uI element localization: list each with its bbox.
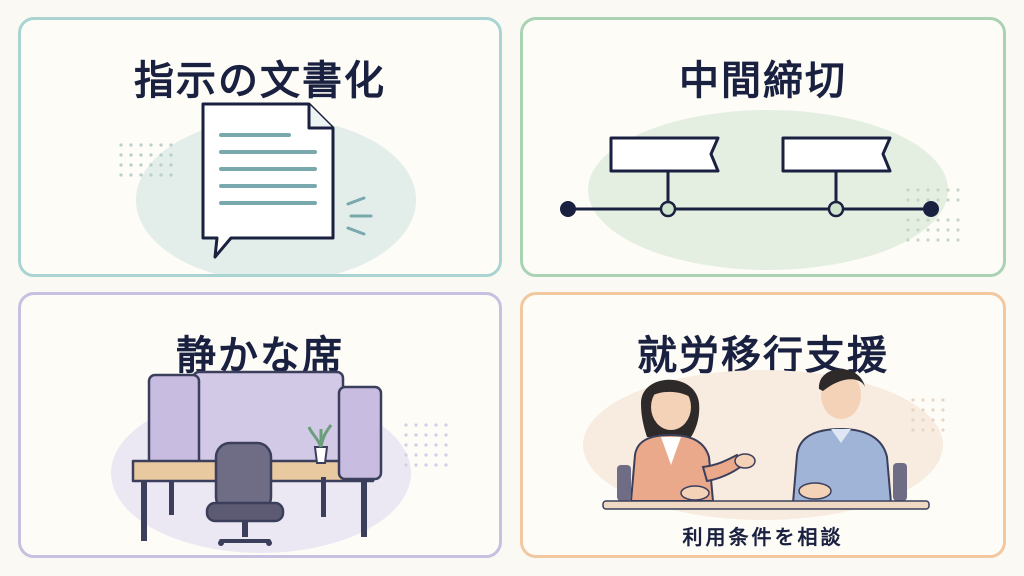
card-caption: 利用条件を相談 [682,525,844,549]
partitioned-desk-icon [111,370,448,553]
card-employment-transition-support: 就労移行支援 利用条件を相談 [520,292,1006,558]
speech-document-icon [119,102,416,274]
card-quiet-seat: 静かな席 [18,292,502,558]
card-document-instructions: 指示の文書化 [18,17,502,277]
card-title: 指示の文書化 [134,58,386,104]
card-title: 中間締切 [679,58,847,104]
consultation-people-icon [583,369,945,520]
card-intermediate-deadlines: 中間締切 [520,17,1006,277]
timeline-milestones-icon [560,110,960,270]
